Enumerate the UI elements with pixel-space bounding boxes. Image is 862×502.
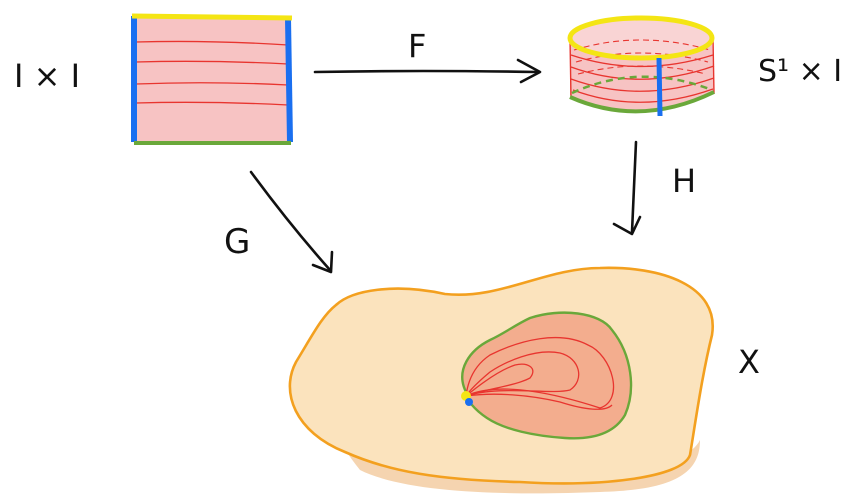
square-i-times-i [132, 16, 292, 143]
cylinder-right-side [713, 38, 714, 94]
square-fill [134, 16, 290, 142]
arrow-f-shaft [315, 71, 538, 72]
basepoint-blue [465, 398, 473, 406]
cylinder-seam-blue [659, 58, 660, 116]
label-map-h: H [672, 165, 696, 197]
label-i-times-i: I × I [14, 60, 80, 92]
arrow-g-shaft [251, 172, 330, 270]
label-map-g: G [224, 225, 250, 259]
label-space-x: X [738, 346, 760, 378]
arrow-g [251, 172, 332, 272]
square-right-edge-blue [288, 18, 290, 142]
cylinder-s1-times-i [570, 18, 714, 116]
arrow-h-head [614, 217, 640, 234]
cylinder-left-side [570, 38, 571, 98]
label-map-f: F [408, 30, 426, 62]
square-top-edge-yellow [132, 16, 292, 18]
arrow-h-shaft [632, 142, 636, 232]
arrow-h [614, 142, 640, 234]
label-s1-times-i: S¹ × I [758, 57, 842, 87]
arrow-f [315, 60, 540, 82]
